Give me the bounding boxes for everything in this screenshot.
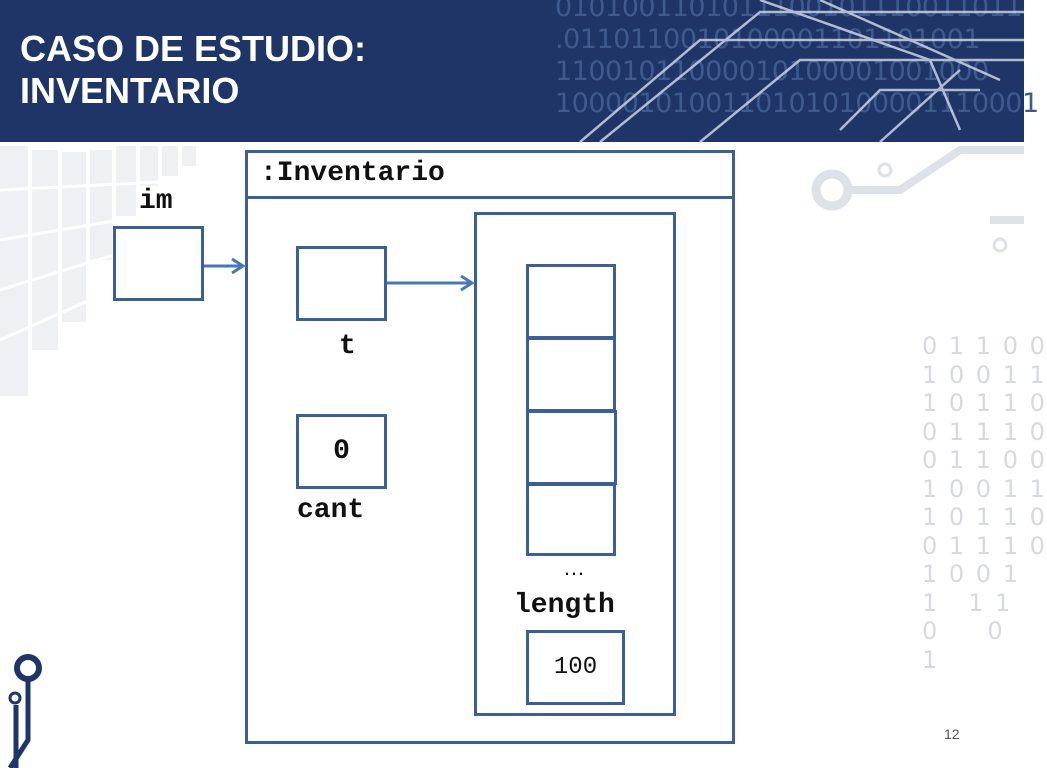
- length-value: 100: [553, 654, 598, 681]
- field-cant-label: cant: [297, 495, 365, 526]
- ref-var-label: im: [139, 186, 173, 217]
- array-cell: [526, 337, 616, 412]
- field-t-box: [296, 246, 387, 321]
- circuit-node-icon: [877, 162, 893, 178]
- length-value-box: 100: [526, 630, 625, 705]
- object-label: :Inventario: [260, 158, 445, 189]
- ref-var-box: [113, 226, 204, 301]
- cant-value: 0: [333, 436, 350, 467]
- decorative-digits: 0 1 1 0 0 1 0 0 1 1 1 0 1 1 0 0 1 1 1 0 …: [922, 332, 1047, 674]
- array-cell: [526, 483, 616, 556]
- field-t-label: t: [339, 331, 356, 362]
- array-cell: [526, 410, 617, 485]
- circuit-traces-right: [845, 146, 1024, 224]
- circuit-node-icon: [992, 237, 1008, 253]
- array-ellipsis: …: [563, 555, 585, 580]
- field-cant-box: 0: [296, 414, 387, 489]
- array-cell: [526, 264, 616, 339]
- page-number: 12: [944, 726, 960, 742]
- header-band: 0101001101011100101110011011 .0110110010…: [0, 0, 1039, 143]
- circuit-traces-left: [7, 680, 31, 768]
- circuit-node-icon: [811, 169, 853, 211]
- circuit-lines-header: [579, 0, 1024, 143]
- length-label: length: [514, 590, 615, 621]
- background-decor: [0, 146, 1024, 768]
- object-header-divider: [245, 196, 735, 199]
- slide-title: CASO DE ESTUDIO: INVENTARIO: [20, 28, 367, 111]
- circuit-node-icon: [14, 654, 42, 682]
- circuit-node-icon: [8, 691, 22, 705]
